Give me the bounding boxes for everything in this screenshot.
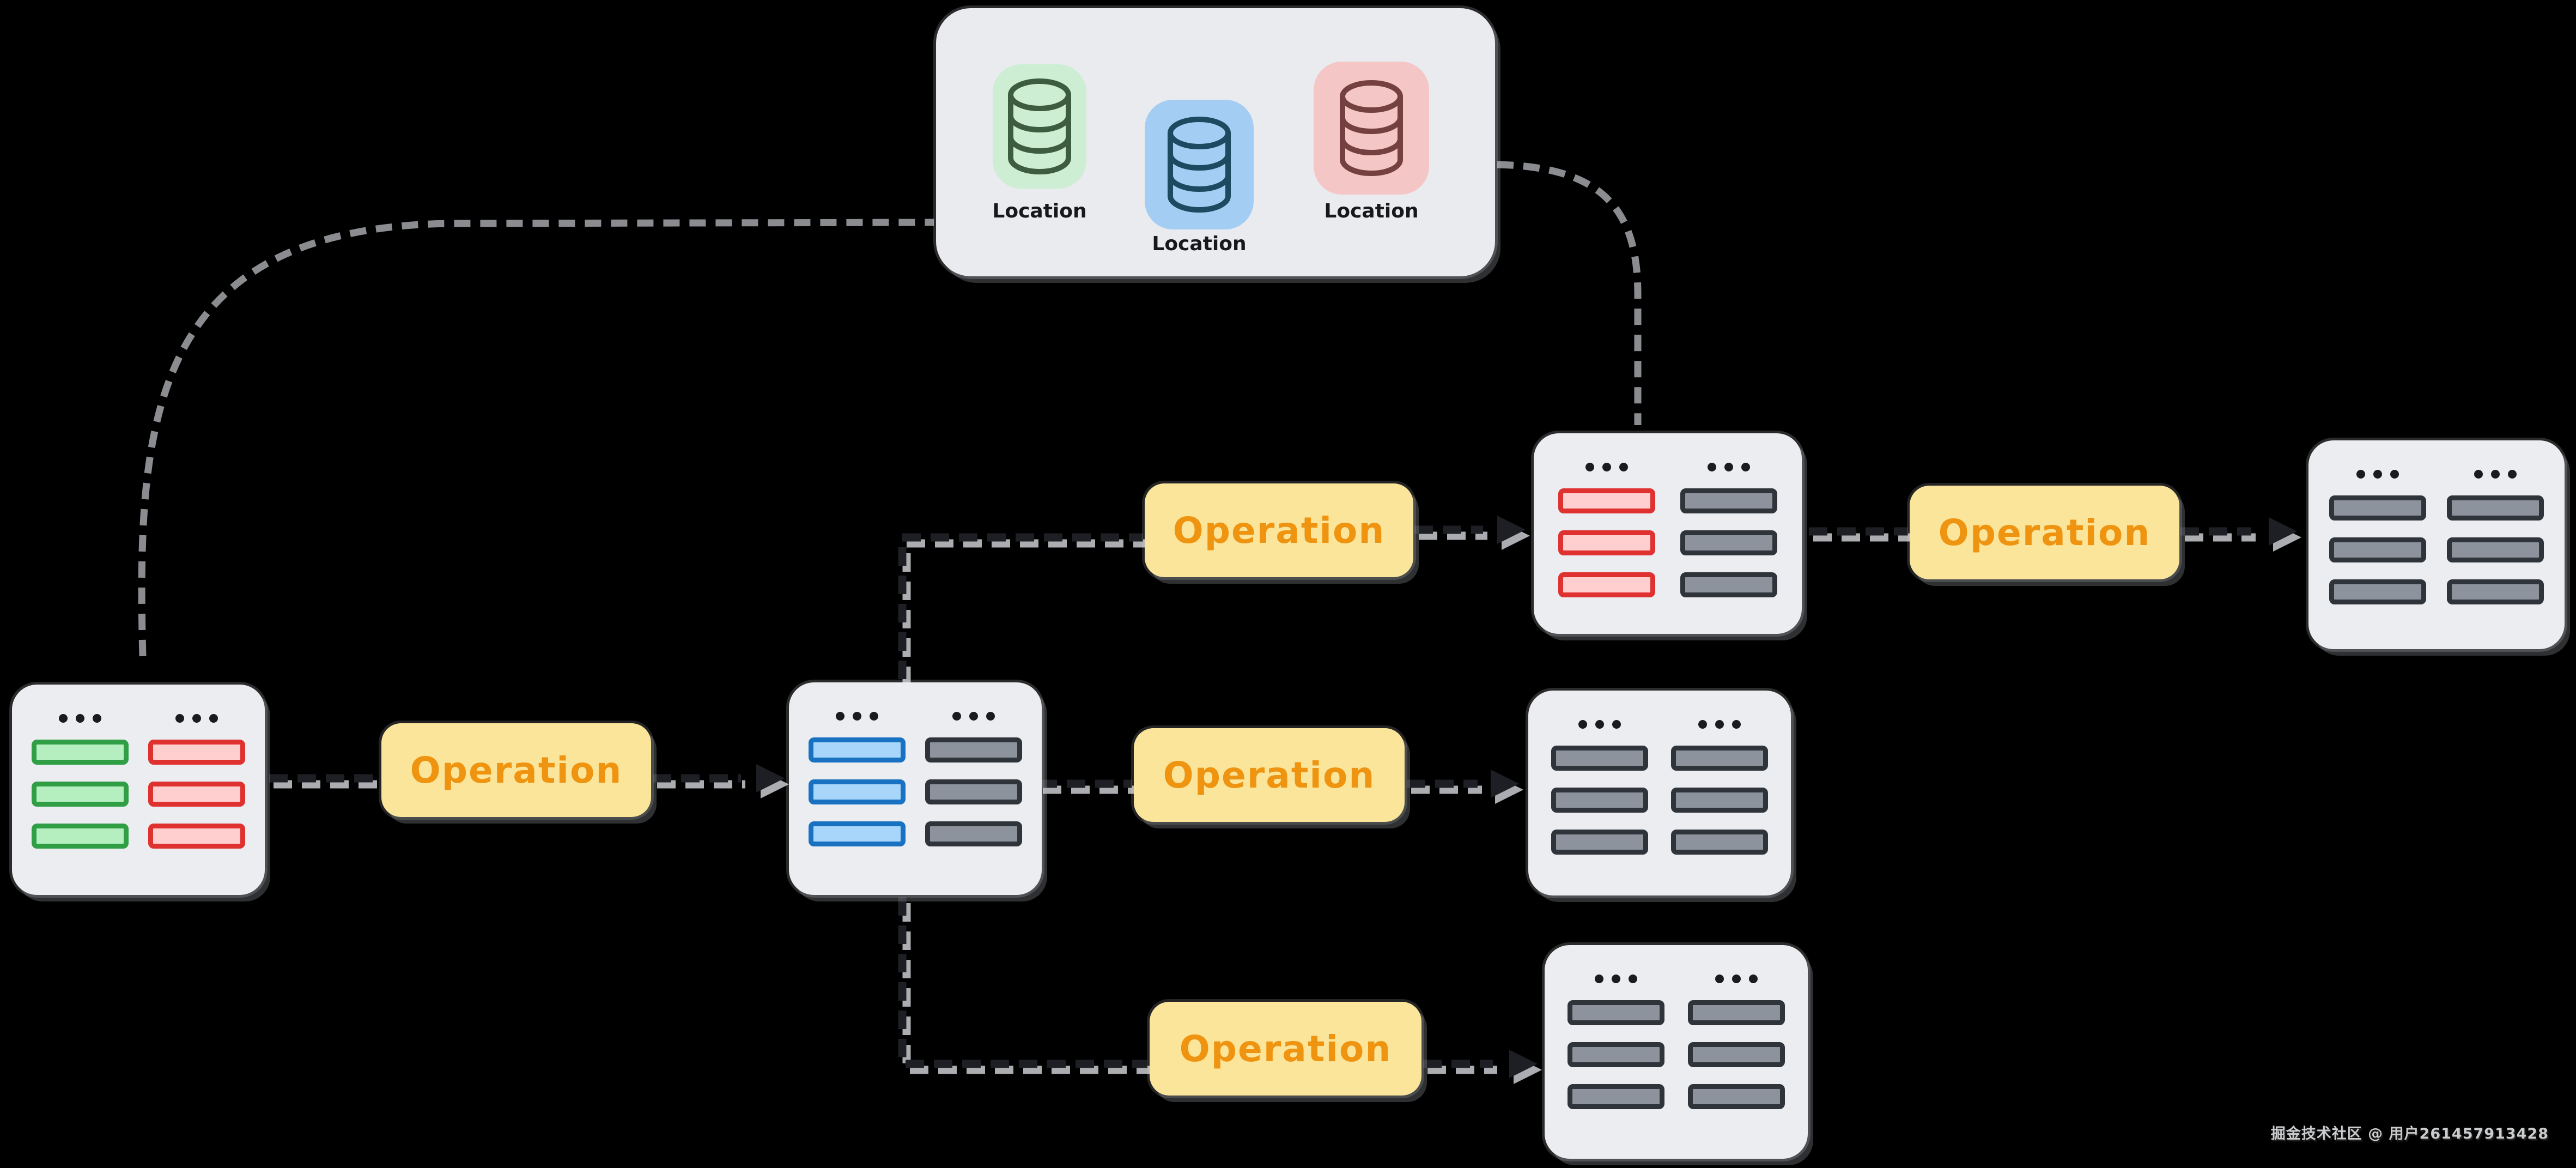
shard-bar-gray [1671, 830, 1768, 855]
shard-bar-green [32, 824, 129, 849]
shard-bar-gray [1687, 1042, 1785, 1067]
shard-bar-gray [1680, 572, 1777, 597]
operation-label: Operation [1179, 1027, 1392, 1070]
ellipsis-icon [2474, 470, 2517, 479]
shard-bar-gray [925, 737, 1022, 762]
result-shard-card-bottom [1545, 945, 1808, 1159]
shard-bar-gray [1551, 746, 1648, 771]
ellipsis-icon [1707, 463, 1750, 471]
shard-bar-red [1558, 488, 1656, 513]
shard-column [2447, 440, 2544, 649]
arrowhead-icon [2269, 517, 2297, 546]
shard-column [1680, 433, 1777, 634]
shard-bar-gray [2447, 579, 2544, 604]
db-badge-red [1314, 62, 1429, 195]
operation-label: Operation [1172, 509, 1386, 552]
arrowhead-icon [1491, 770, 1519, 798]
connector-merged-to-op2 [898, 533, 1143, 679]
connector-merged-to-op4 [898, 897, 1147, 1068]
shard-bar-red [148, 740, 245, 765]
connector-location-to-result-red [1497, 161, 1642, 425]
operation-node-5: Operation [1910, 486, 2179, 579]
shard-bar-gray [2329, 537, 2426, 562]
final-shard-card [2308, 440, 2565, 649]
operation-label: Operation [410, 749, 623, 791]
shard-bar-gray [2329, 579, 2426, 604]
shard-column [2329, 440, 2426, 649]
shard-column [1687, 945, 1785, 1159]
shard-bar-gray [1680, 530, 1777, 555]
shard-bar-gray [2447, 537, 2544, 562]
ellipsis-icon [1595, 975, 1638, 983]
shard-column [1671, 691, 1768, 895]
ellipsis-icon [1578, 720, 1621, 729]
shard-bar-gray [1671, 746, 1768, 771]
ellipsis-icon [1698, 720, 1741, 729]
operation-node-2: Operation [1145, 483, 1413, 577]
shard-bar-red [148, 824, 245, 849]
operation-node-3: Operation [1134, 728, 1405, 822]
database-icon [1340, 80, 1403, 176]
result-shard-card-red [1534, 433, 1802, 634]
ellipsis-icon [59, 714, 101, 723]
ellipsis-icon [1715, 975, 1758, 983]
shard-bar-red [1558, 530, 1656, 555]
shard-bar-gray [1568, 1000, 1665, 1025]
shard-bar-gray [925, 821, 1022, 846]
connector-shadows [274, 522, 2301, 1084]
connector-source-to-location [138, 219, 934, 657]
shard-bar-green [32, 740, 129, 765]
arrowhead-icon [1509, 1050, 1538, 1078]
shard-bar-gray [2447, 495, 2544, 521]
ellipsis-icon [2356, 470, 2399, 479]
shard-column [148, 685, 245, 895]
shard-column [1558, 433, 1656, 634]
location-store-panel: Location Location Location [936, 8, 1495, 276]
shard-column [1568, 945, 1665, 1159]
ellipsis-icon [1585, 463, 1629, 471]
database-icon [1168, 117, 1231, 213]
shard-bar-gray [1568, 1084, 1665, 1109]
shard-bar-blue [809, 821, 906, 846]
shard-column [925, 682, 1022, 895]
shard-column [809, 682, 906, 895]
shard-bar-blue [809, 737, 906, 762]
shard-bar-blue [809, 779, 906, 804]
shard-bar-gray [1671, 788, 1768, 813]
operation-label: Operation [1163, 754, 1376, 796]
shard-column [1551, 691, 1648, 895]
arrowhead-icon [756, 764, 785, 792]
ellipsis-icon [175, 714, 218, 723]
arrowhead-icon [1497, 516, 1526, 544]
merged-shard-card [789, 682, 1042, 895]
shard-bar-gray [1680, 488, 1777, 513]
db-label-red: Location [1324, 200, 1419, 222]
shard-column [32, 685, 129, 895]
shard-bar-green [32, 782, 129, 807]
db-label-blue: Location [1152, 233, 1247, 255]
shard-bar-red [1558, 572, 1656, 597]
db-label-green: Location [992, 200, 1087, 222]
shard-bar-gray [1568, 1042, 1665, 1067]
shard-bar-gray [1551, 788, 1648, 813]
ellipsis-icon [836, 712, 878, 721]
shard-bar-gray [1687, 1000, 1785, 1025]
source-shard-card [12, 685, 265, 895]
ellipsis-icon [952, 712, 995, 721]
db-badge-blue [1145, 100, 1254, 229]
watermark: 掘金技术社区 @ 用户261457913428 [2270, 1125, 2549, 1142]
db-badge-green [993, 64, 1086, 189]
shard-bar-gray [1687, 1084, 1785, 1109]
database-icon [1008, 78, 1071, 174]
result-shard-card-middle [1528, 691, 1791, 895]
operation-node-1: Operation [381, 723, 651, 817]
shard-bar-gray [2329, 495, 2426, 521]
operation-node-4: Operation [1150, 1002, 1421, 1096]
operation-label: Operation [1938, 511, 2151, 554]
shard-bar-gray [925, 779, 1022, 804]
shard-bar-red [148, 782, 245, 807]
shard-bar-gray [1551, 830, 1648, 855]
